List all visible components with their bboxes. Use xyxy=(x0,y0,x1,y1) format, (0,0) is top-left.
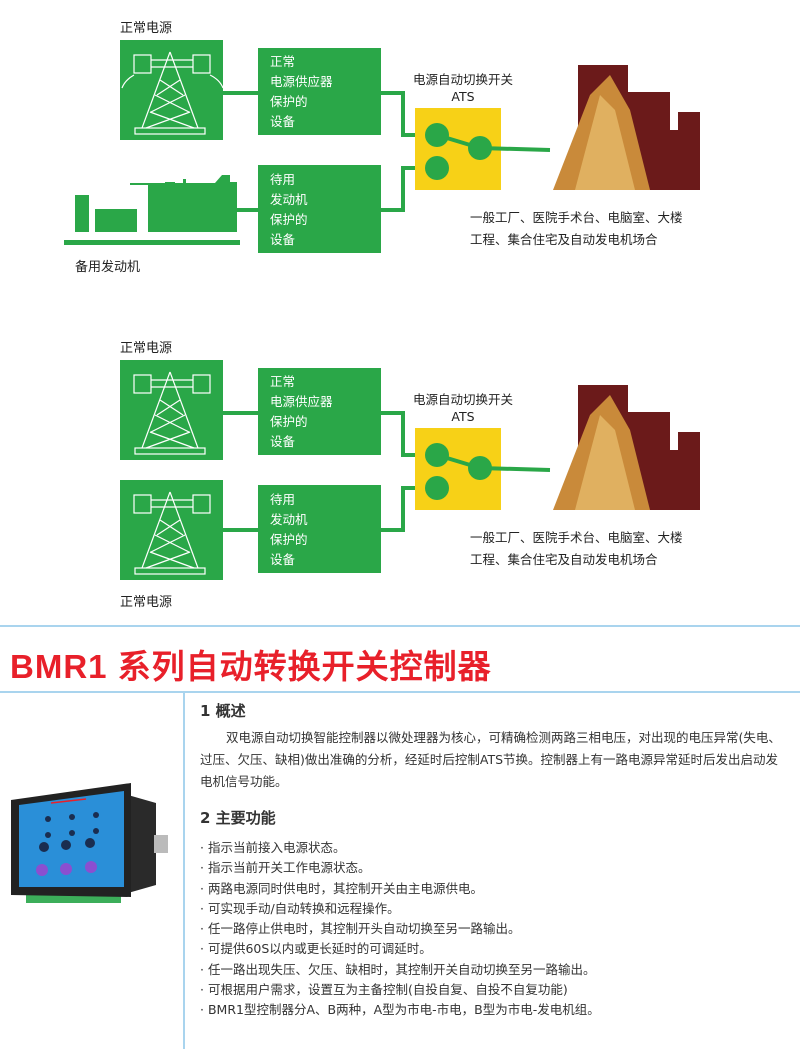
box-text: 保护的 xyxy=(270,532,308,547)
list-item: BMR1型控制器分A、B两种，A型为市电-市电，B型为市电-发电机组。 xyxy=(200,1000,790,1020)
box-text: 设备 xyxy=(270,114,296,129)
buildings-icon xyxy=(553,385,700,510)
list-item: 可提供60S以内或更长延时的可调延时。 xyxy=(200,939,790,959)
box-text: 电源供应器 xyxy=(270,394,333,409)
ats-short-label: ATS xyxy=(451,409,474,424)
list-item: 指示当前接入电源状态。 xyxy=(200,838,790,858)
application-caption: 一般工厂、医院手术台、电脑室、大楼 xyxy=(470,530,683,545)
ats-short-label: ATS xyxy=(451,89,474,104)
functions-list: 指示当前接入电源状态。 指示当前开关工作电源状态。 两路电源同时供电时，其控制开… xyxy=(200,838,790,1021)
second-source-label: 正常电源 xyxy=(120,595,172,610)
box-text: 设备 xyxy=(270,552,296,567)
application-caption: 一般工厂、医院手术台、电脑室、大楼 xyxy=(470,210,683,225)
ats-label: 电源自动切换开关 xyxy=(413,72,513,87)
box-text: 发动机 xyxy=(270,192,308,207)
ats-switch-icon xyxy=(415,108,551,190)
generator-icon xyxy=(64,170,240,245)
box-text: 待用 xyxy=(270,492,295,507)
standby-equipment-box xyxy=(258,485,381,573)
box-text: 待用 xyxy=(270,172,295,187)
normal-source-label: 正常电源 xyxy=(120,341,172,356)
box-text: 保护的 xyxy=(270,212,308,227)
backup-generator-label: 备用发动机 xyxy=(75,259,140,275)
ats-label: 电源自动切换开关 xyxy=(413,392,513,407)
standby-equipment-box xyxy=(258,165,381,253)
list-item: 可根据用户需求，设置互为主备控制(自投自复、自投不自复功能) xyxy=(200,980,790,1000)
divider xyxy=(0,691,800,693)
box-text: 正常 xyxy=(270,374,295,389)
box-text: 正常 xyxy=(270,54,295,69)
functions-heading: 2 主要功能 xyxy=(200,809,276,827)
overview-text: 双电源自动切换智能控制器以微处理器为核心，可精确检测两路三相电压，对出现的电压异… xyxy=(200,730,781,789)
application-caption: 工程、集合住宅及自动发电机场合 xyxy=(470,232,658,247)
description-section: 1 概述 双电源自动切换智能控制器以微处理器为核心，可精确检测两路三相电压，对出… xyxy=(200,700,790,1021)
divider xyxy=(0,625,800,627)
ats-diagram-dual-utility: 正常电源 正常 电源供应器 保护的 设备 正常电源 xyxy=(120,341,700,610)
list-item: 两路电源同时供电时，其控制开关由主电源供电。 xyxy=(200,879,790,899)
controller-product-image xyxy=(11,783,168,903)
normal-source-label: 正常电源 xyxy=(120,21,172,36)
ats-diagram-generator: 正常电源 正常 电源供应器 保护的 设备 备用发动机 待用 发动机 xyxy=(64,21,700,275)
list-item: 指示当前开关工作电源状态。 xyxy=(200,858,790,878)
box-text: 保护的 xyxy=(270,414,308,429)
box-text: 设备 xyxy=(270,232,296,247)
overview-heading: 1 概述 xyxy=(200,702,246,720)
application-caption: 工程、集合住宅及自动发电机场合 xyxy=(470,552,658,567)
list-item: 可实现手动/自动转换和远程操作。 xyxy=(200,899,790,919)
transmission-tower-icon xyxy=(120,360,223,460)
normal-equipment-box xyxy=(258,368,381,455)
box-text: 发动机 xyxy=(270,512,308,527)
box-text: 电源供应器 xyxy=(270,74,333,89)
list-item: 任一路出现失压、欠压、缺相时，其控制开关自动切换至另一路输出。 xyxy=(200,960,790,980)
page-title: BMR1 系列自动转换开关控制器 xyxy=(10,648,492,685)
box-text: 保护的 xyxy=(270,94,308,109)
normal-equipment-box xyxy=(258,48,381,135)
transmission-tower-icon xyxy=(120,480,223,580)
buildings-icon xyxy=(553,65,700,190)
list-item: 任一路停止供电时，其控制开头自动切换至另一路输出。 xyxy=(200,919,790,939)
column-divider xyxy=(183,693,185,1049)
box-text: 设备 xyxy=(270,434,296,449)
ats-switch-icon xyxy=(415,428,551,510)
transmission-tower-icon xyxy=(120,40,224,140)
